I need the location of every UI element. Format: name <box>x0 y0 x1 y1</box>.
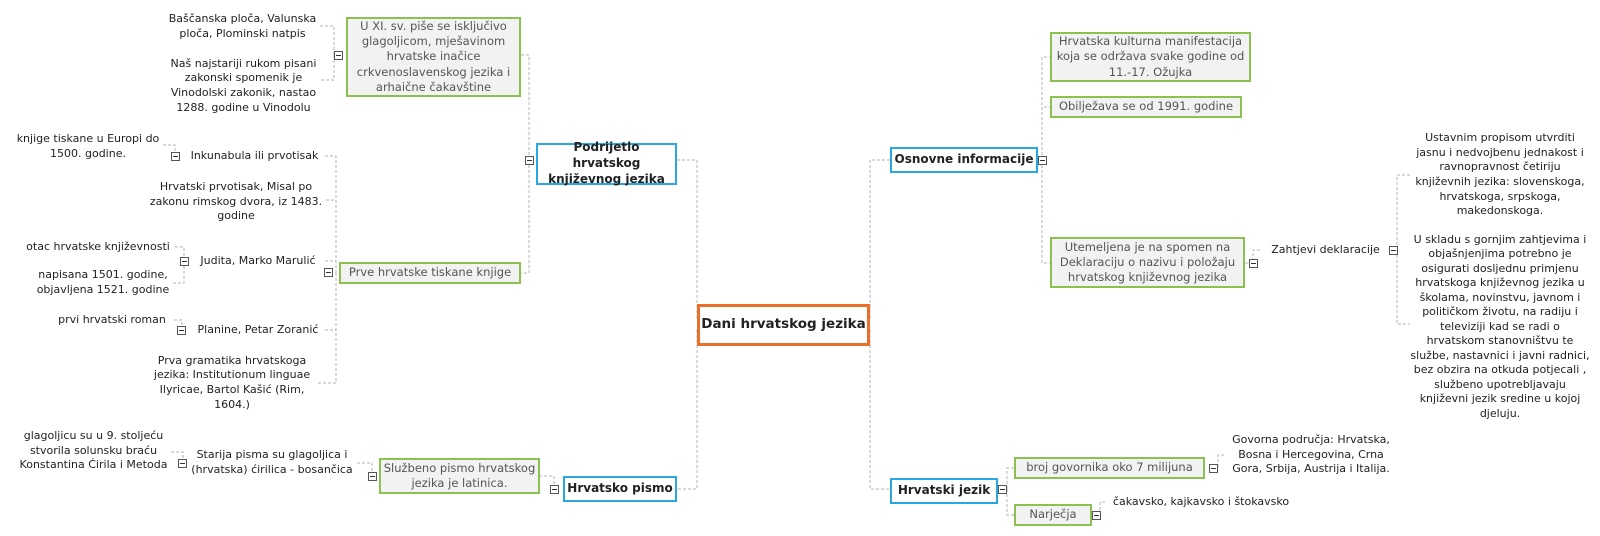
subtopic-obiljezava-se[interactable]: Obilježava se od 1991. godine <box>1050 96 1242 118</box>
item-inkunabula[interactable]: Inkunabula ili prvotisak <box>190 148 319 162</box>
central-topic[interactable]: Dani hrvatskog jezika <box>697 304 870 346</box>
item-zahtjevi-deklaracije[interactable]: Zahtjevi deklaracije <box>1271 242 1380 256</box>
subtopic-tiskane-knjige[interactable]: Prve hrvatske tiskane knjige <box>339 262 521 284</box>
collapse-toggle-icon[interactable] <box>177 326 186 335</box>
subtopic-broj-govornika[interactable]: broj govornika oko 7 milijuna <box>1014 457 1205 479</box>
note-spomenici: Baščanska ploča, Valunska ploča, Plomins… <box>168 12 317 40</box>
note-zahtjev-ravnopravnost: Ustavnim propisom utvrditi jasnu i nedvo… <box>1415 131 1585 218</box>
subtopic-xi-stoljece[interactable]: U XI. sv. piše se isključivo glagoljicom… <box>346 17 521 97</box>
collapse-toggle-icon[interactable] <box>171 152 180 161</box>
subtopic-utemeljena[interactable]: Utemeljena je na spomen na Deklaraciju o… <box>1050 237 1245 288</box>
collapse-toggle-icon[interactable] <box>368 472 377 481</box>
collapse-toggle-icon[interactable] <box>550 485 559 494</box>
topic-hrvatski-jezik[interactable]: Hrvatski jezik <box>890 478 998 504</box>
subtopic-sluzbeno-pismo[interactable]: Službeno pismo hrvatskog jezika je latin… <box>379 458 540 494</box>
collapse-toggle-icon[interactable] <box>1209 464 1218 473</box>
note-glagoljica-nastanak: glagoljicu su u 9. stoljeću stvorila sol… <box>19 429 168 472</box>
note-zahtjev-primjena: U skladu s gornjim zahtjevima i objašnje… <box>1410 232 1590 420</box>
collapse-toggle-icon[interactable] <box>178 459 187 468</box>
item-judita[interactable]: Judita, Marko Marulić <box>200 253 316 267</box>
subtopic-manifestacija[interactable]: Hrvatska kulturna manifestacija koja se … <box>1050 32 1251 82</box>
note-inkunabula: knjige tiskane u Europi do 1500. godine. <box>16 132 160 160</box>
collapse-toggle-icon[interactable] <box>525 156 534 165</box>
topic-podrijetlo[interactable]: Podrijetlo hrvatskog književnog jezika <box>536 140 677 186</box>
collapse-toggle-icon[interactable] <box>998 485 1007 494</box>
item-starija-pisma[interactable]: Starija pisma su glagoljica i (hrvatska)… <box>191 448 353 476</box>
collapse-toggle-icon[interactable] <box>180 257 189 266</box>
collapse-toggle-icon[interactable] <box>1249 259 1258 268</box>
collapse-toggle-icon[interactable] <box>1092 511 1101 520</box>
collapse-toggle-icon[interactable] <box>324 268 333 277</box>
collapse-toggle-icon[interactable] <box>1389 246 1398 255</box>
note-vinodolski-zakonik: Naš najstariji rukom pisani zakonski spo… <box>170 56 317 114</box>
item-misal: Hrvatski prvotisak, Misal po zakonu rims… <box>149 180 323 223</box>
note-prvi-roman: prvi hrvatski roman <box>58 312 166 326</box>
note-judita-godine: napisana 1501. godine, objavljena 1521. … <box>36 268 170 296</box>
topic-osnovne-informacije[interactable]: Osnovne informacije <box>890 147 1038 173</box>
collapse-toggle-icon[interactable] <box>334 51 343 60</box>
note-govorna-podrucja: Govorna područja: Hrvatska, Bosna i Herc… <box>1232 433 1390 476</box>
note-otac-knjizevnosti: otac hrvatske književnosti <box>26 239 170 253</box>
topic-hrvatsko-pismo[interactable]: Hrvatsko pismo <box>563 476 677 502</box>
subtopic-narjecja[interactable]: Narječja <box>1014 504 1092 526</box>
item-planine[interactable]: Planine, Petar Zoranić <box>197 322 319 336</box>
item-gramatika: Prva gramatika hrvatskoga jezika: Instit… <box>153 353 311 411</box>
collapse-toggle-icon[interactable] <box>1038 156 1047 165</box>
note-narjecja: čakavsko, kajkavsko i štokavsko <box>1112 494 1290 508</box>
